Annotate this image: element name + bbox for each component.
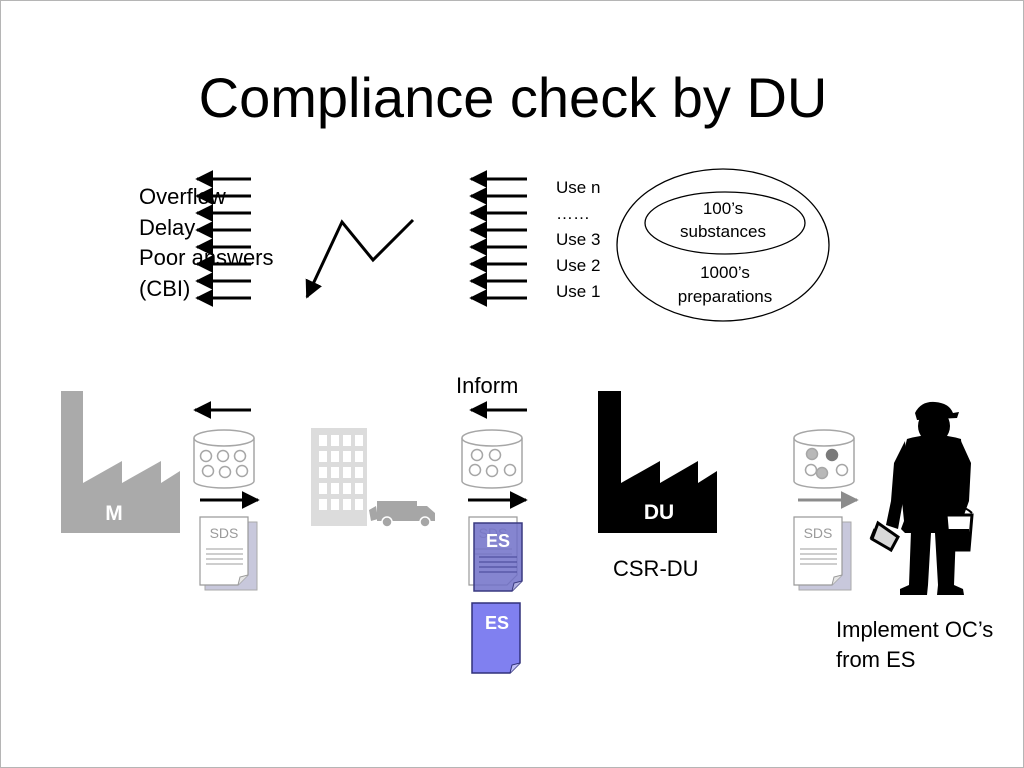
factory-icon [598, 391, 717, 533]
implement-line: Implement OC’s [836, 617, 994, 642]
barrel-icon [461, 429, 523, 489]
preparations-word: preparations [677, 287, 773, 306]
downstream-user-label: DU [644, 501, 674, 524]
use-item: Use n [556, 178, 601, 197]
document-icon: SDS [793, 516, 852, 591]
use-request-arrows [469, 170, 527, 307]
use-list: Use n …… Use 3 Use 2 Use 1 [556, 175, 600, 305]
zigzag-arrow [305, 218, 415, 299]
barrel-icon [793, 429, 855, 489]
document-icon: SDS [199, 516, 258, 591]
es-label: ES [486, 531, 510, 551]
use-item: …… [556, 204, 590, 223]
document-icon: ES [471, 602, 521, 674]
issue-item: (CBI) [139, 275, 191, 301]
substances-count: 100’s [702, 199, 744, 218]
manufacturer-label: M [105, 502, 123, 525]
document-icon: SDS ES [468, 516, 523, 592]
barrel-icon [193, 429, 255, 489]
es-label: ES [485, 613, 509, 633]
inform-label: Inform [456, 373, 519, 398]
issue-item: Poor answers [139, 245, 274, 270]
use-item: Use 1 [556, 282, 601, 301]
sds-label: SDS [804, 525, 833, 541]
sds-label: SDS [210, 525, 239, 541]
substances-label: 100’s substances [667, 197, 779, 243]
building-icon [311, 428, 367, 526]
use-item: Use 2 [556, 256, 601, 275]
issue-list: Overflow Delay Poor answers (CBI) [139, 182, 274, 304]
worker-silhouette-icon [869, 401, 974, 595]
left-request-arrows [195, 170, 251, 307]
implement-label: Implement OC’s from ES [836, 615, 993, 675]
csr-du-label: CSR-DU [613, 556, 699, 581]
preparations-count: 1000’s [700, 263, 750, 282]
substances-word: substances [680, 222, 766, 241]
substances-ellipse [644, 191, 806, 255]
preparations-ellipse [616, 168, 830, 322]
preparations-label: 1000’s preparations [661, 261, 789, 309]
implement-line: from ES [836, 647, 916, 672]
issue-item: Overflow [139, 184, 226, 209]
issue-item: Delay [139, 214, 196, 240]
truck-icon [369, 501, 435, 528]
factory-icon [61, 391, 180, 533]
page-title: Compliance check by DU [198, 66, 828, 129]
use-item: Use 3 [556, 230, 601, 249]
